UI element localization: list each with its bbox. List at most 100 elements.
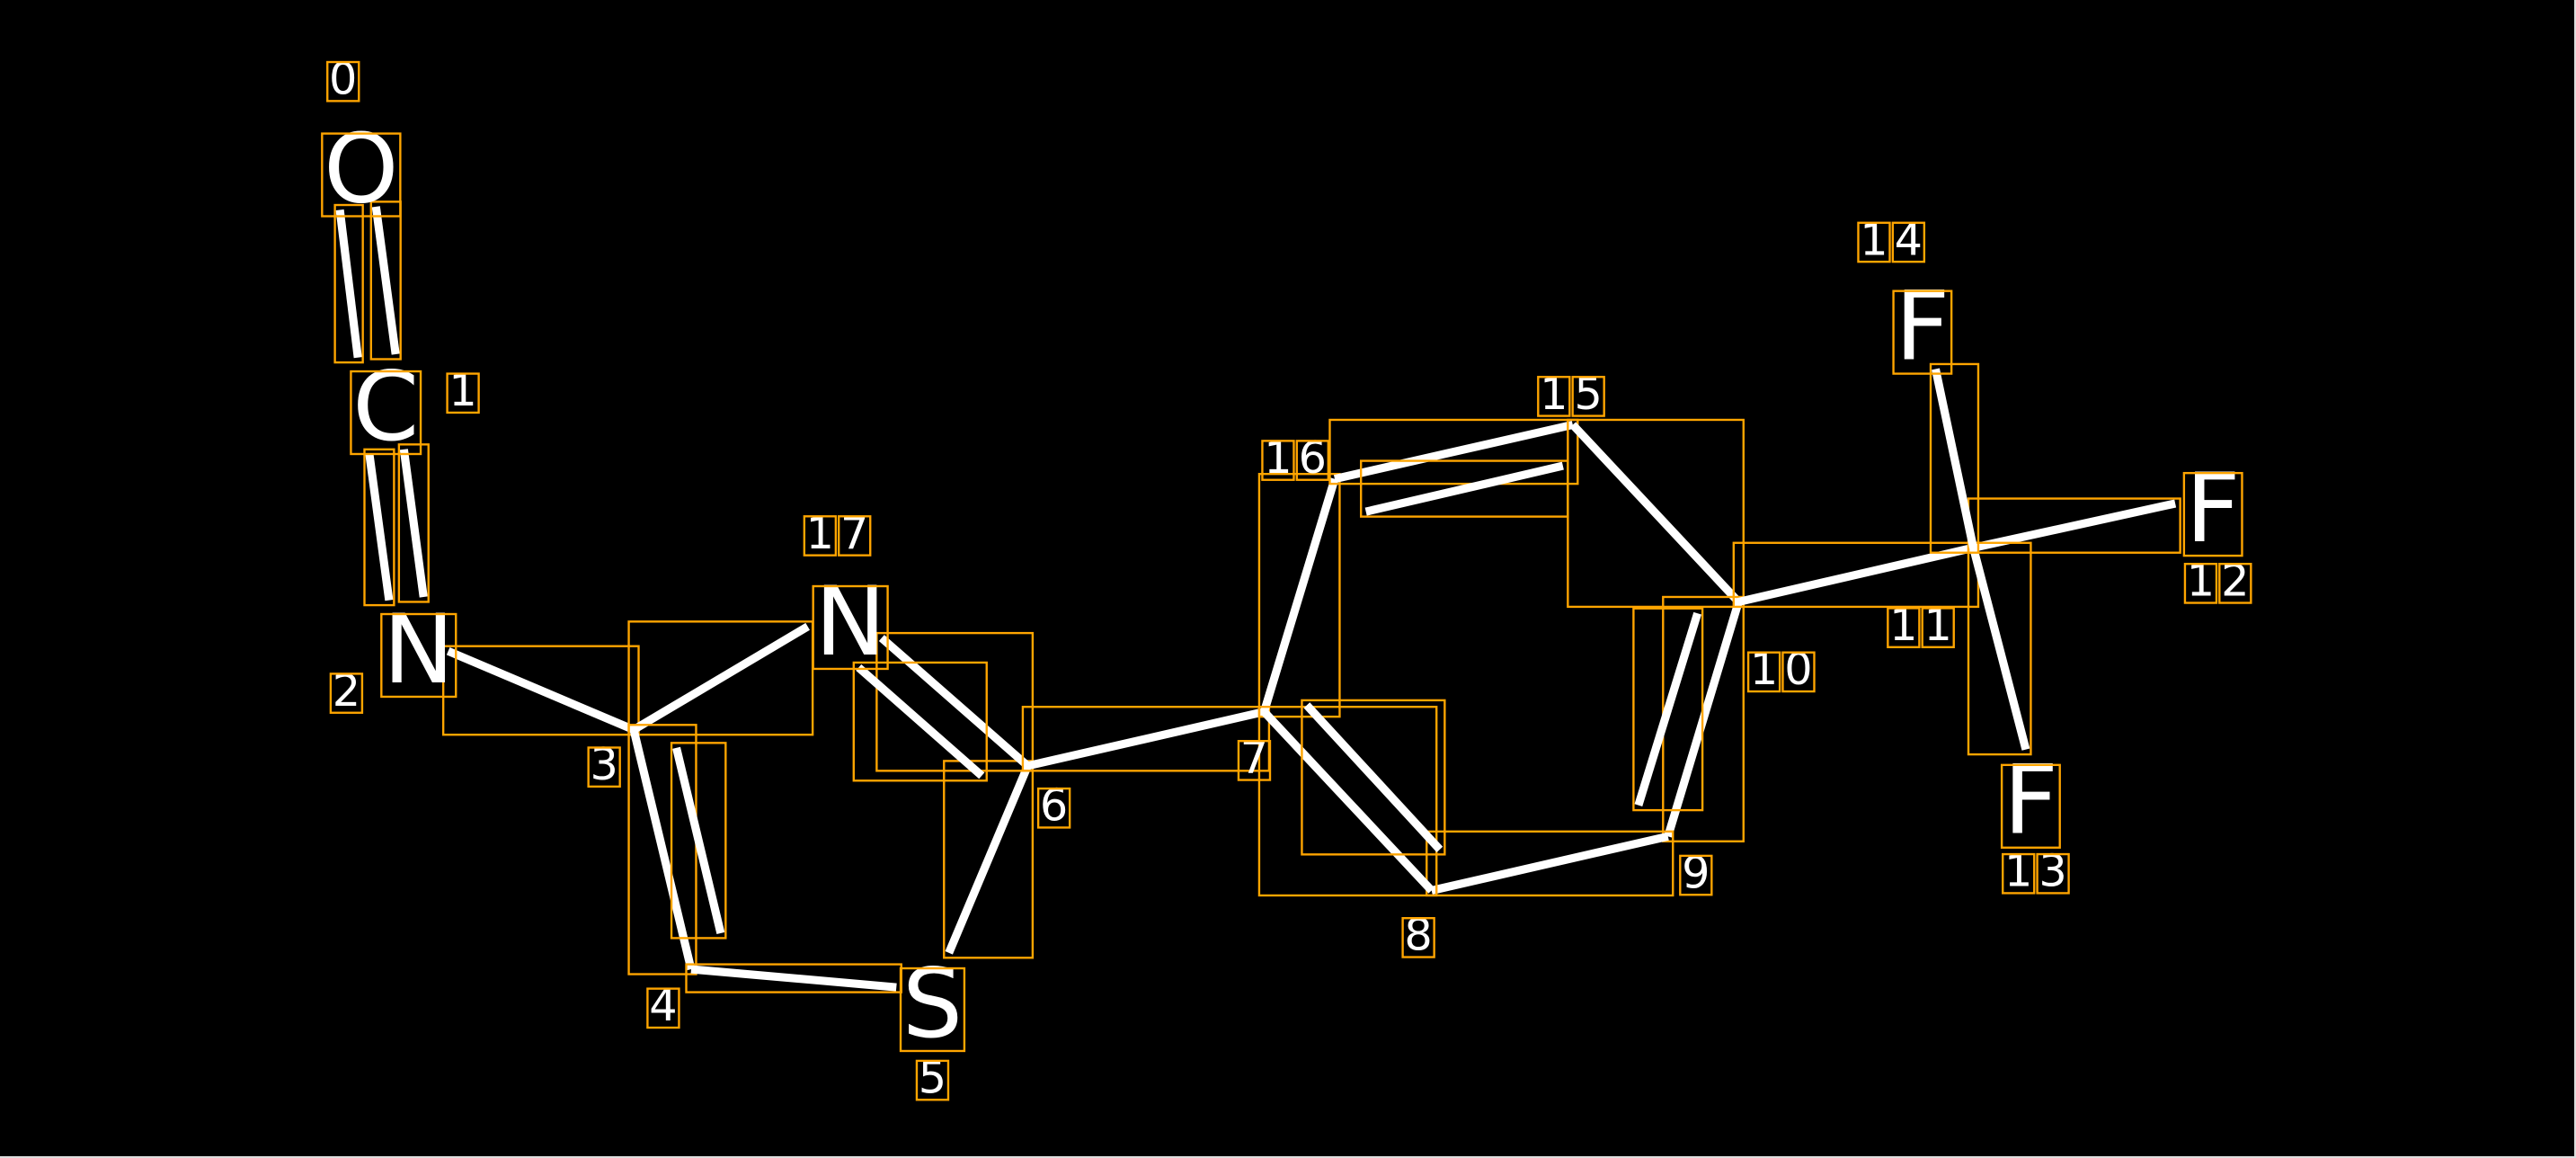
- label-bounding-box: [1679, 854, 1713, 896]
- label-bounding-box: [1746, 651, 1781, 693]
- atom-8: 8: [1401, 909, 1435, 961]
- bond-line: [878, 635, 1031, 770]
- bond-bounding-box: [397, 443, 430, 603]
- label-bounding-box: [2218, 563, 2252, 604]
- bond-line: [446, 646, 635, 734]
- label-bounding-box: [812, 584, 889, 671]
- atom-3: 3: [587, 738, 621, 790]
- label-bounding-box: [1892, 290, 1953, 375]
- atom-index-digit: 0: [329, 53, 357, 105]
- bond-bounding-box: [1967, 541, 2032, 756]
- bond-bounding-box: [1257, 472, 1341, 718]
- bond-16-15: [1328, 418, 1579, 518]
- label-bounding-box: [899, 966, 966, 1053]
- atom-index-digit: 1: [1750, 643, 1778, 695]
- label-bounding-box: [321, 132, 402, 218]
- label-bounding-box: [1237, 740, 1272, 781]
- label-bounding-box: [446, 372, 480, 414]
- bond-line: [335, 209, 362, 359]
- atom-symbol: N: [815, 566, 886, 677]
- atom-index-digit: 7: [840, 507, 868, 559]
- bond-11-12: [1967, 497, 2181, 554]
- label-bounding-box: [1036, 787, 1071, 829]
- atom-2: N2: [329, 594, 457, 717]
- bond-bounding-box: [441, 645, 640, 736]
- label-bounding-box: [1295, 440, 1330, 481]
- bond-bounding-box: [852, 661, 988, 782]
- atom-index-digit: 1: [2004, 845, 2032, 897]
- label-bounding-box: [2036, 852, 2070, 895]
- bond-line: [690, 965, 897, 992]
- label-bounding-box: [326, 60, 360, 102]
- bond-inner-line: [371, 206, 400, 355]
- bond-6-7: [1021, 706, 1271, 772]
- atom-index-digit: 1: [1860, 213, 1888, 265]
- bond-inner-line: [399, 449, 428, 598]
- label-bounding-box: [587, 746, 621, 788]
- bond-bounding-box: [1257, 706, 1438, 897]
- bond-0-1: [333, 200, 402, 364]
- bond-bounding-box: [627, 724, 697, 975]
- atom-symbol: C: [352, 352, 419, 462]
- atom-index-digit: 9: [1682, 846, 1710, 898]
- atom-index-digit: 6: [1299, 432, 1327, 484]
- atom-4: 4: [646, 979, 680, 1031]
- atom-index-digit: 7: [1240, 732, 1268, 784]
- label-bounding-box: [915, 1059, 950, 1101]
- bond-3-17: [627, 620, 814, 736]
- bond-line: [629, 728, 696, 971]
- label-bounding-box: [1781, 651, 1816, 693]
- bond-inner-line: [672, 746, 725, 934]
- atom-symbol: N: [383, 594, 454, 705]
- bond-line: [1932, 368, 1977, 549]
- atom-index-digit: 5: [1574, 368, 1602, 420]
- bond-3-4: [627, 724, 727, 975]
- bond-bounding-box: [670, 742, 727, 940]
- bond-bounding-box: [1301, 699, 1446, 856]
- atom-index-digit: 0: [1784, 643, 1812, 695]
- bond-9-8: [1426, 830, 1674, 897]
- label-bounding-box: [329, 673, 364, 714]
- atom-index-digit: 3: [590, 738, 617, 790]
- bond-line: [945, 764, 1032, 955]
- atom-index-digit: 1: [806, 507, 834, 559]
- atom-index-digit: 1: [2187, 555, 2215, 607]
- label-bounding-box: [1887, 607, 1921, 648]
- bonds-layer: [333, 200, 2181, 993]
- bond-line: [1026, 708, 1266, 771]
- bond-line: [1737, 543, 1975, 606]
- atom-index-digit: 1: [1924, 599, 1952, 651]
- label-bounding-box: [2182, 471, 2243, 557]
- label-bounding-box: [1891, 221, 1926, 263]
- bond-5-6: [943, 760, 1035, 959]
- bond-11-13: [1967, 541, 2032, 756]
- label-bounding-box: [1921, 607, 1955, 648]
- atom-index-digit: 6: [1040, 779, 1068, 832]
- atom-symbol: O: [324, 113, 398, 224]
- bond-inner-line: [1364, 461, 1564, 516]
- bond-4-5: [685, 963, 902, 993]
- bond-bounding-box: [1021, 706, 1271, 772]
- atom-index-digit: 1: [1889, 599, 1917, 651]
- bond-bounding-box: [333, 203, 364, 364]
- atom-0: O0: [321, 53, 402, 224]
- label-bounding-box: [646, 987, 680, 1029]
- atom-index-digit: 1: [1264, 432, 1292, 484]
- bond-line: [1260, 477, 1339, 713]
- atom-index-digit: 5: [919, 1051, 946, 1103]
- bond-line: [365, 453, 394, 601]
- bond-2-3: [441, 645, 640, 736]
- atom-index-digit: 1: [1540, 368, 1568, 420]
- bond-15-10: [1567, 418, 1745, 609]
- bond-1-2: [363, 443, 430, 607]
